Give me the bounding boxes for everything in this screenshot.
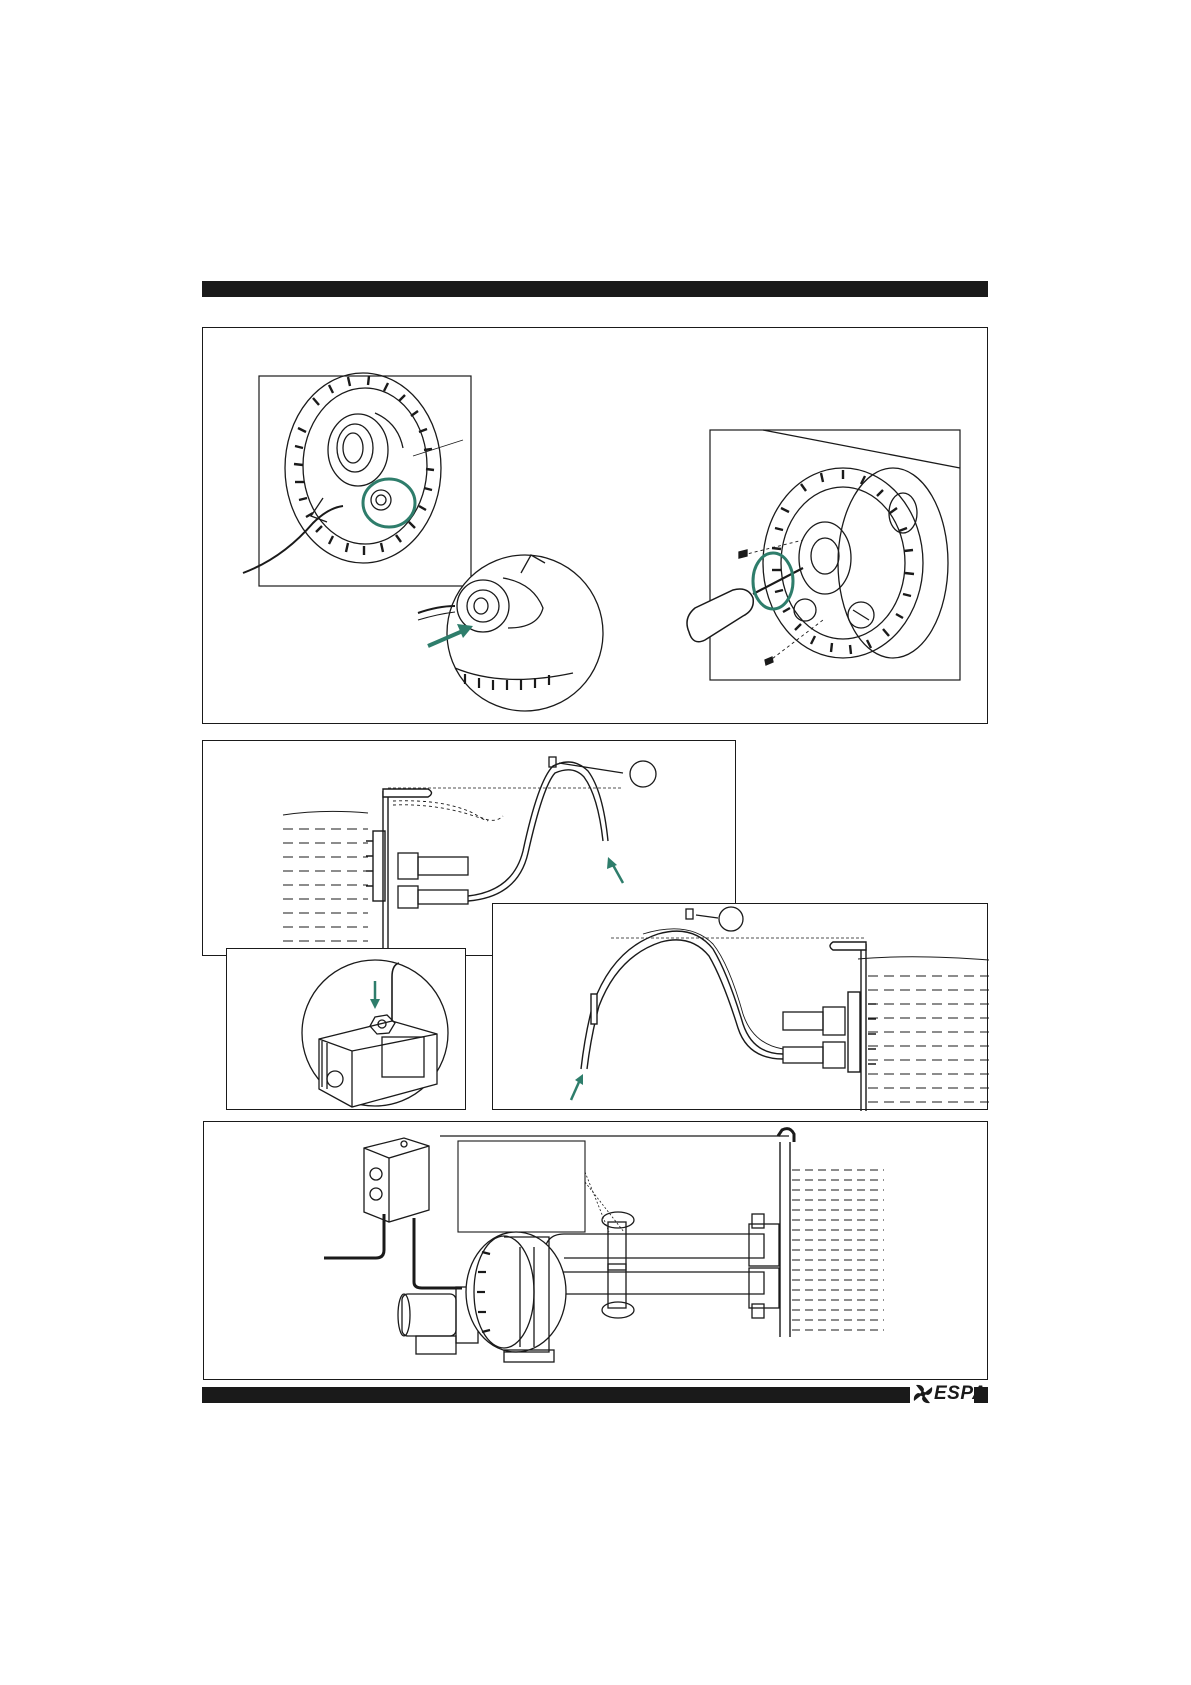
impeller-assembly-illustration (203, 328, 989, 725)
pool-water (792, 1170, 884, 1330)
label-leader-lines (585, 1172, 624, 1232)
header-bar (202, 281, 988, 297)
control-box-connection-illustration (227, 949, 467, 1111)
panel-control-box (226, 948, 466, 1110)
pump-motor-icon (398, 1232, 566, 1362)
pipes (783, 1007, 845, 1068)
panel-hose-routing-right (492, 903, 988, 1110)
espa-fan-logo-icon (912, 1383, 934, 1405)
footer-bar-end (974, 1387, 988, 1403)
air-hose (393, 762, 608, 901)
pool-water (283, 811, 368, 941)
green-arrow-up-left (607, 857, 623, 883)
pool-water (858, 957, 989, 1102)
logo-area: ESPA (910, 1380, 974, 1408)
air-hose (581, 929, 783, 1069)
label-box (458, 1141, 585, 1232)
panel-impeller-assembly (202, 327, 988, 724)
pool-wall (830, 942, 876, 1111)
footer-bar (202, 1387, 988, 1403)
hose-routing-right-illustration (493, 904, 989, 1111)
green-arrow-up-right (571, 1074, 583, 1100)
pool-wall (366, 789, 432, 957)
panel-pump-installation (203, 1121, 988, 1380)
pump-installation-illustration (204, 1122, 989, 1381)
hose-clip-icon (686, 907, 743, 931)
pipes (398, 853, 468, 908)
control-box-icon (324, 1138, 462, 1288)
